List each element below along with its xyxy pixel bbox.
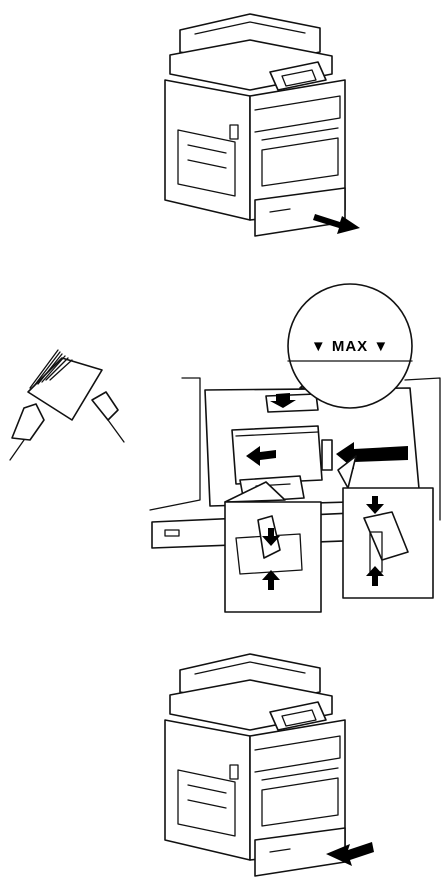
- printer-illustration: [164, 653, 374, 877]
- arrow-out-icon: [313, 214, 360, 234]
- printer-illustration: [164, 13, 360, 237]
- max-label: ▼ MAX ▼: [311, 338, 389, 355]
- step-load-paper: ▼ MAX ▼: [0, 270, 447, 630]
- guide-inset-left: [224, 481, 322, 613]
- paper-fan-hands-illustration: [9, 349, 125, 461]
- arrow-in-icon: [326, 842, 374, 866]
- load-paper-illustration: ▼ MAX ▼: [9, 283, 441, 613]
- guide-inset-right: [337, 455, 434, 599]
- printer-body: [164, 653, 346, 877]
- step-pull-tray: [0, 0, 447, 250]
- printer-body: [164, 13, 346, 237]
- max-fill-zoom: ▼ MAX ▼: [287, 283, 413, 409]
- step-push-tray: [0, 640, 447, 886]
